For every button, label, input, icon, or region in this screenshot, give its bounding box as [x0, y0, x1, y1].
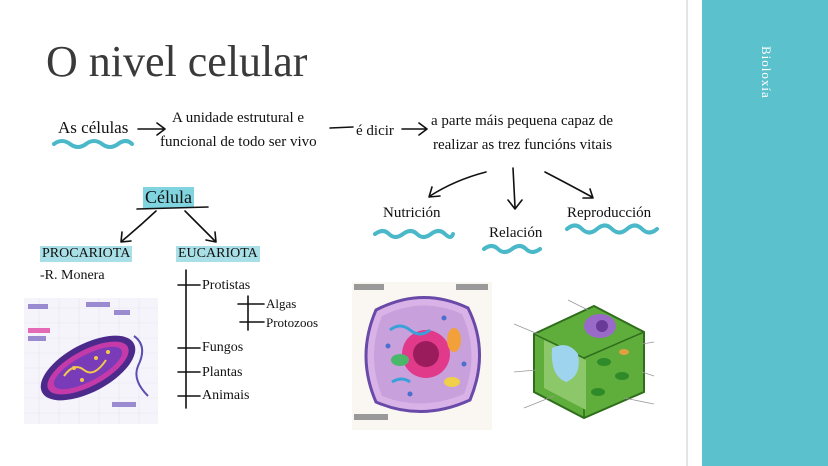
function-relation: Relación — [489, 225, 543, 241]
tree-protozoa: Protozoos — [266, 315, 318, 330]
tree-prokaryote: PROCARIOTA — [40, 246, 133, 262]
function-reproduction: Reproducción — [567, 205, 652, 221]
subject-cells: As células — [58, 118, 129, 137]
tree-fungi: Fungos — [202, 340, 244, 355]
tree-root-cell: Célula — [143, 187, 194, 208]
tree-animals: Animais — [202, 388, 250, 403]
side-band — [702, 0, 828, 466]
tree-algae: Algas — [266, 296, 297, 311]
prokaryotic-cell-image — [24, 298, 158, 424]
tree-plants: Plantas — [202, 365, 243, 380]
slide-divider — [686, 0, 688, 466]
definition-line-2: funcional de todo ser vivo — [160, 134, 317, 150]
function-definition-line-2: realizar as trez funcións vitais — [433, 137, 613, 153]
tree-protists: Protistas — [202, 278, 251, 293]
tree-eukaryote: EUCARIOTA — [176, 246, 260, 262]
slide-title: O nivel celular — [46, 37, 308, 86]
function-definition-line-1: a parte máis pequena capaz de — [431, 113, 613, 129]
definition-line-1: A unidade estrutural e — [172, 110, 305, 126]
side-label: Bioloxía — [759, 46, 774, 99]
function-nutrition: Nutrición — [383, 205, 441, 221]
plant-cell-image — [504, 292, 674, 426]
tree-prokaryote-sub: -R. Monera — [40, 268, 105, 283]
animal-cell-image — [352, 282, 492, 430]
connector-text: é dicir — [356, 123, 394, 139]
